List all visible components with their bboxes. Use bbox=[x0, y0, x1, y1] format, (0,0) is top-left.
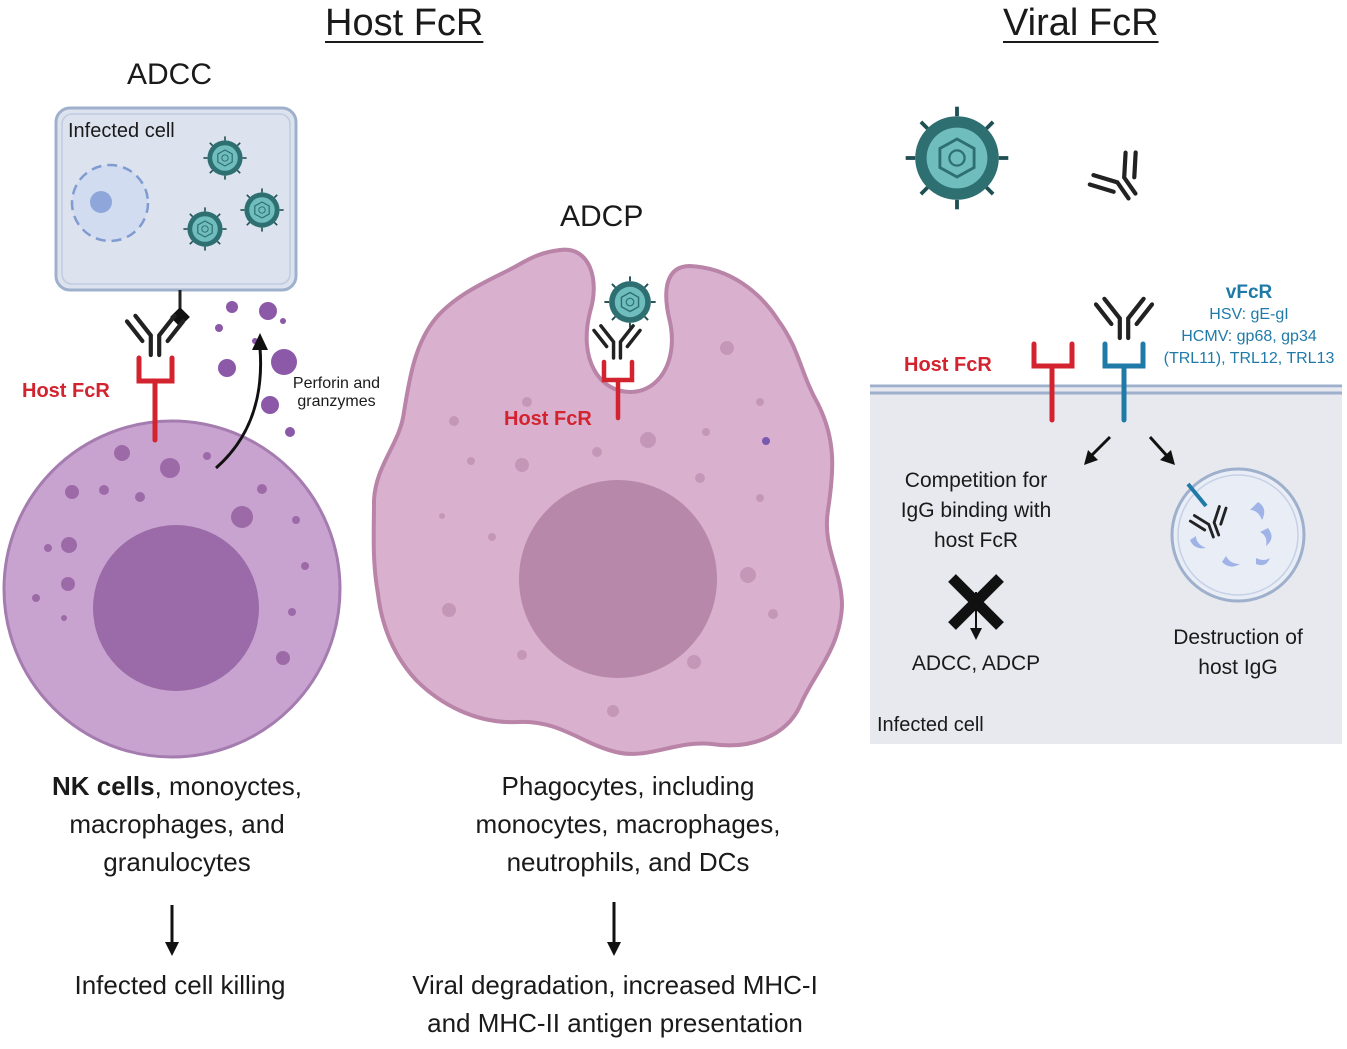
virus-icon bbox=[202, 135, 248, 181]
vfcr-line1: HSV: gE-gI bbox=[1209, 306, 1289, 323]
effectors-line1: , monoyctes, bbox=[154, 771, 302, 801]
virus-icon bbox=[239, 187, 285, 233]
viral-fcr-heading: Viral FcR bbox=[1003, 2, 1159, 44]
release-arrow bbox=[215, 347, 263, 470]
host-fcr-icon bbox=[601, 359, 635, 421]
adcp-effectors-line2: monocytes, macrophages, bbox=[475, 809, 781, 839]
nk-cell-nucleus bbox=[93, 525, 259, 691]
antibody-icon bbox=[1096, 299, 1152, 338]
adcp-outcome-line2: and MHC-II antigen presentation bbox=[427, 1008, 803, 1038]
effectors-line3: granulocytes bbox=[103, 847, 251, 877]
effectors-line2: macrophages, and bbox=[69, 809, 285, 839]
host-fcr-icon bbox=[1031, 341, 1075, 423]
competition-line2: IgG binding with bbox=[900, 499, 1052, 522]
vfcr-line2: HCMV: gp68, gp34 bbox=[1181, 328, 1317, 345]
adcc-effector-text: NK cells, monoyctes, macrophages, and gr… bbox=[22, 767, 332, 881]
blocked-outcome-text: ADCC, ADCP bbox=[911, 652, 1041, 675]
adcc-outcome-text: Infected cell killing bbox=[74, 970, 286, 1000]
antibody-icon bbox=[1087, 148, 1155, 212]
adcp-effectors-line3: neutrophils, and DCs bbox=[506, 847, 750, 877]
perforin-label-line1: Perforin and bbox=[292, 375, 381, 392]
adcp-panel bbox=[371, 247, 845, 956]
competition-line1: Competition for bbox=[904, 469, 1048, 492]
host-fcr-heading: Host FcR bbox=[325, 2, 484, 44]
adcp-outcome-line1: Viral degradation, increased MHC-I bbox=[412, 970, 818, 1000]
viral-infected-cell-label: Infected cell bbox=[877, 714, 984, 736]
adcc-host-fcr-label: Host FcR bbox=[22, 380, 110, 402]
adcp-host-fcr-label: Host FcR bbox=[504, 408, 592, 430]
vfcr-legend: vFcR HSV: gE-gI HCMV: gp68, gp34 (TRL11)… bbox=[1152, 282, 1346, 370]
antibody-icon bbox=[127, 316, 183, 355]
vfcr-title: vFcR bbox=[1225, 282, 1273, 303]
infected-cell-label: Infected cell bbox=[68, 120, 175, 142]
destruction-line1: Destruction of bbox=[1173, 626, 1303, 649]
adcc-title: ADCC bbox=[127, 58, 213, 91]
virus-icon bbox=[182, 206, 228, 252]
virus-icon bbox=[603, 275, 657, 329]
destruction-text: Destruction of host IgG bbox=[1148, 623, 1328, 683]
competition-text: Competition for IgG binding with host Fc… bbox=[876, 466, 1076, 556]
viral-fcr-panel bbox=[870, 104, 1342, 744]
vfcr-line3: (TRL11), TRL12, TRL13 bbox=[1163, 350, 1335, 367]
host-fcr-icon bbox=[136, 355, 175, 443]
virus-icon bbox=[903, 104, 1011, 212]
adcc-panel bbox=[2, 106, 342, 956]
nk-cells-bold: NK cells bbox=[51, 771, 155, 801]
viral-fcr-icon bbox=[1102, 341, 1146, 423]
perforin-label-line2: granzymes bbox=[297, 393, 376, 410]
destruction-line2: host IgG bbox=[1198, 656, 1278, 679]
competition-line3: host FcR bbox=[933, 529, 1019, 552]
adcp-effectors-line1: Phagocytes, including bbox=[501, 771, 755, 801]
adcp-title: ADCP bbox=[560, 200, 644, 233]
antibody-icon bbox=[592, 324, 642, 360]
adcp-effector-text: Phagocytes, including monocytes, macroph… bbox=[448, 767, 808, 881]
phagocyte-nucleus bbox=[519, 480, 717, 678]
perforin-granules bbox=[215, 301, 297, 437]
viral-host-fcr-label: Host FcR bbox=[904, 354, 992, 376]
adcp-outcome-text: Viral degradation, increased MHC-I and M… bbox=[380, 966, 850, 1042]
perforin-label: Perforin and granzymes bbox=[284, 375, 389, 411]
